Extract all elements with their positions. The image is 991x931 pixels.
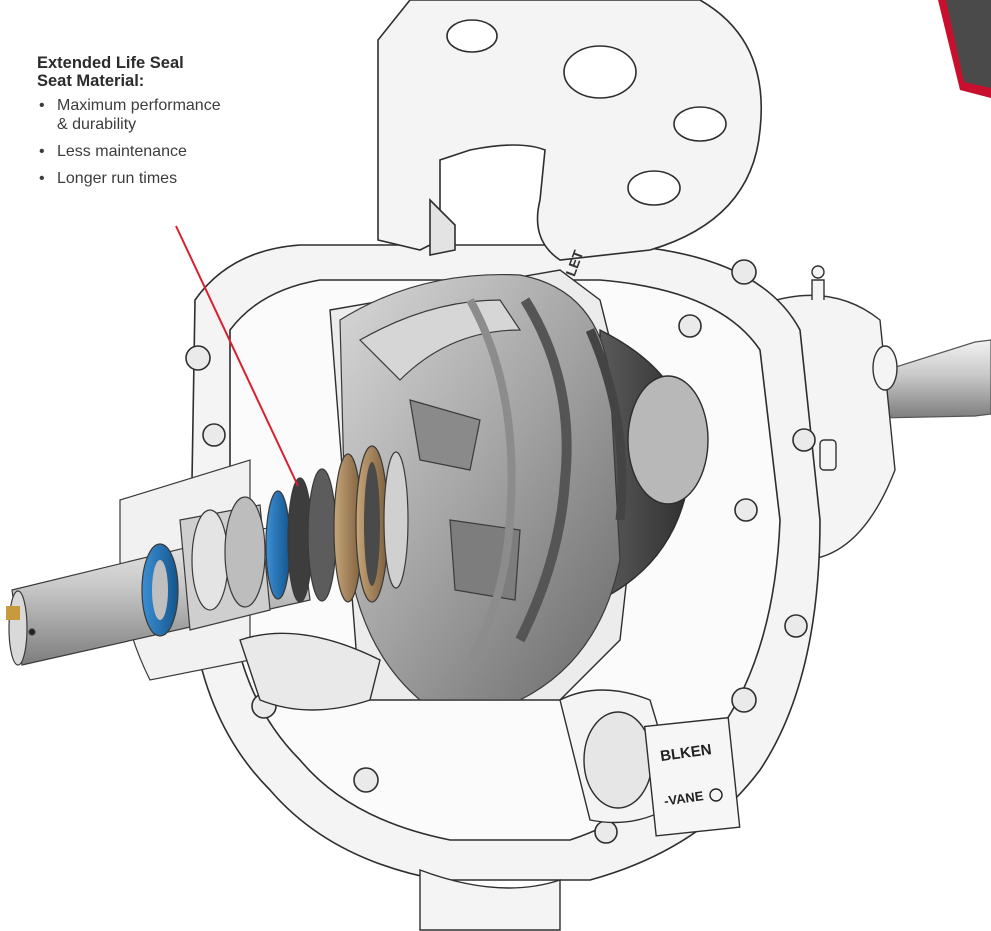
nameplate-vane-text: -VANE bbox=[663, 788, 705, 808]
callout-leader-line bbox=[175, 225, 299, 487]
nameplate: BLKEN -VANE bbox=[659, 741, 723, 809]
feature-item-line: Longer run times bbox=[57, 170, 178, 187]
feature-item-maintenance: Less maintenance bbox=[37, 142, 297, 161]
drive-shaft-right bbox=[879, 339, 991, 419]
feature-item-line: Maximum performance bbox=[57, 97, 221, 114]
callout-title: Extended Life Seal Seat Material: bbox=[37, 54, 297, 90]
feature-list: Maximum performance & durability Less ma… bbox=[37, 96, 297, 188]
nameplate-screw-icon bbox=[709, 788, 723, 802]
feature-item-line: & durability bbox=[57, 116, 137, 133]
feature-item-run-times: Longer run times bbox=[37, 169, 297, 188]
callout-title-line2: Seat Material: bbox=[37, 72, 145, 90]
feature-item-performance: Maximum performance & durability bbox=[37, 96, 297, 134]
seal-feature-callout: Extended Life Seal Seat Material: Maximu… bbox=[37, 54, 297, 196]
feature-item-line: Less maintenance bbox=[57, 143, 187, 160]
impeller bbox=[339, 273, 627, 701]
corner-badge bbox=[938, 0, 991, 98]
callout-title-line1: Extended Life Seal bbox=[37, 54, 184, 72]
casing-lower-details bbox=[239, 632, 741, 931]
left-shaft-seal-assembly bbox=[6, 445, 409, 681]
discharge-flange: LET bbox=[377, 0, 762, 278]
